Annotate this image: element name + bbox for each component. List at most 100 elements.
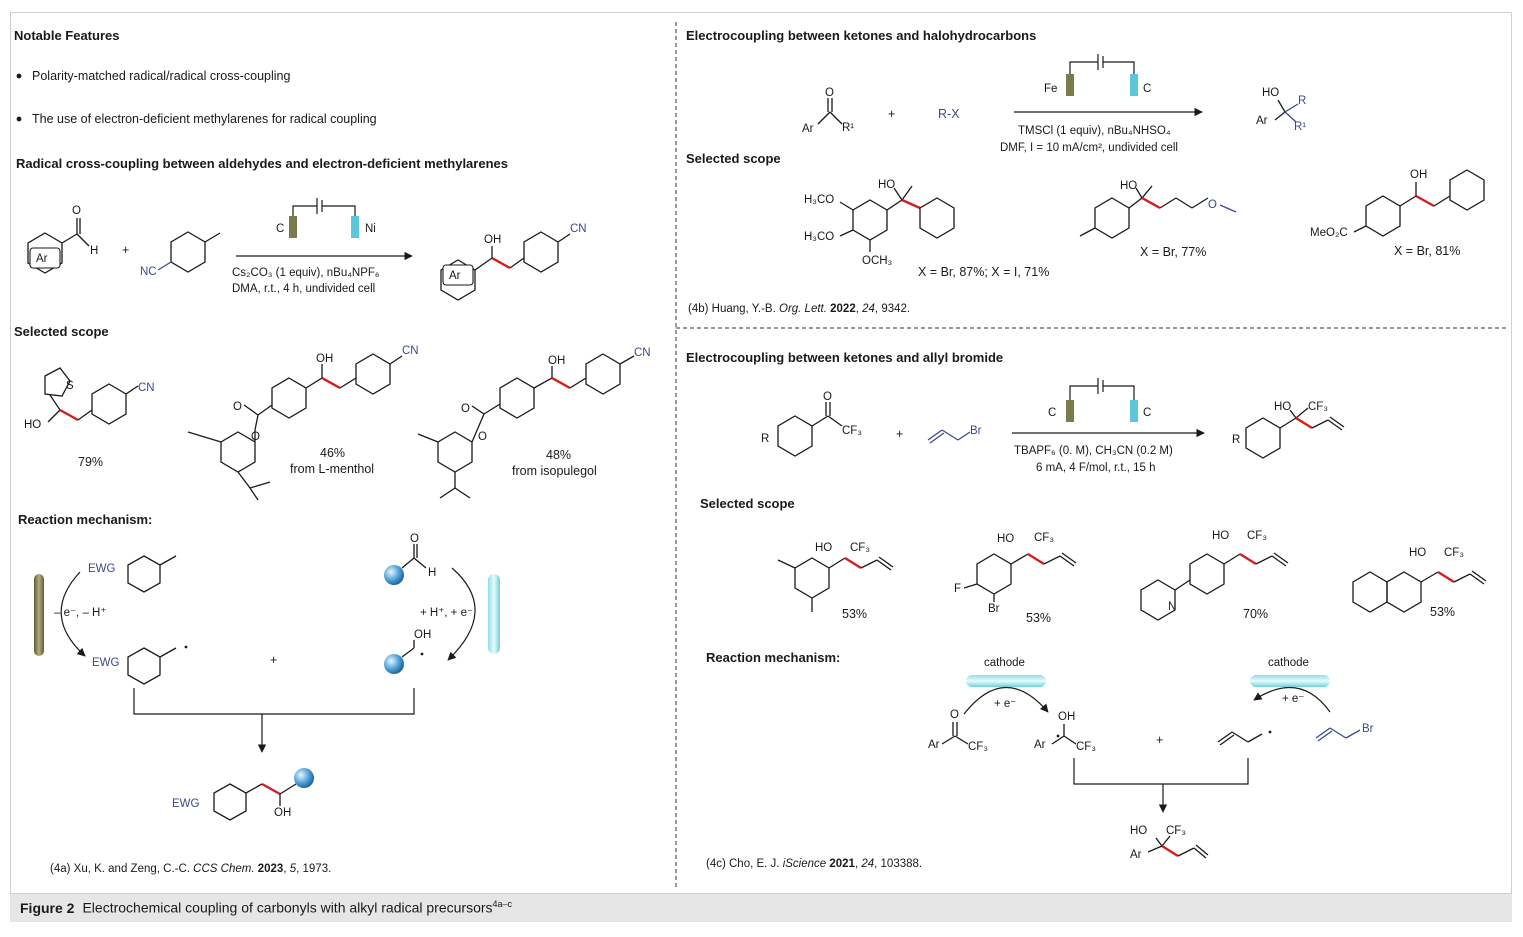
svg-text:TBAPF₆ (0. M), CH₃CN (0.2 M): TBAPF₆ (0. M), CH₃CN (0.2 M)	[1014, 445, 1173, 457]
svg-text:Ar: Ar	[36, 253, 48, 265]
svg-text:+: +	[270, 653, 277, 667]
scope-2b-yield: X = Br, 77%	[1140, 245, 1206, 259]
svg-text:C: C	[1143, 407, 1151, 419]
section1-title: Radical cross-coupling between aldehydes…	[16, 156, 508, 171]
svg-text:+: +	[896, 427, 903, 441]
mechanism-title-3: Reaction mechanism:	[706, 650, 840, 665]
product-1-structure: Ar OH CN	[440, 223, 587, 301]
section2-title: Electrocoupling between ketones and halo…	[686, 28, 1036, 43]
svg-text:S: S	[66, 380, 74, 392]
svg-text:HO: HO	[878, 179, 895, 191]
scope-1b-yield: 46%	[320, 446, 345, 460]
svg-text:EWG: EWG	[172, 798, 200, 810]
caption-bar	[10, 894, 1512, 922]
ketone-structure: O Ar R¹	[802, 87, 854, 135]
svg-text:+: +	[888, 107, 895, 121]
homoallyl-alcohol-product: R HO CF₃	[1232, 401, 1345, 459]
svg-text:H: H	[90, 245, 98, 257]
scope-3a-yield: 53%	[842, 607, 867, 621]
svg-text:HO: HO	[1409, 547, 1426, 559]
svg-text:Ar: Ar	[802, 123, 814, 135]
svg-text:– e⁻, – H⁺: – e⁻, – H⁺	[54, 607, 106, 619]
mechanism-3: cathode cathode + e⁻ + e⁻ O Ar CF₃ OH Ar…	[928, 657, 1374, 861]
scope-3c-yield: 70%	[1243, 607, 1268, 621]
reference-4a: (4a) Xu, K. and Zeng, C.-C. CCS Chem. 20…	[50, 863, 331, 875]
svg-text:O: O	[233, 401, 242, 413]
scope-1a-yield: 79%	[78, 455, 103, 469]
scope-2c-structure: MeO₂C OH	[1310, 169, 1485, 239]
svg-text:+ H⁺, + e⁻: + H⁺, + e⁻	[420, 607, 473, 619]
scope-1c-source: from isopulegol	[512, 464, 597, 478]
electrode-setup-2: Fe C	[1044, 54, 1151, 96]
scope-1a-structure: S HO CN	[24, 367, 155, 431]
svg-text:Ni: Ni	[365, 223, 376, 235]
figure-label: Figure 2	[20, 899, 75, 916]
svg-text:MeO₂C: MeO₂C	[1310, 227, 1348, 239]
svg-text:CN: CN	[138, 382, 155, 394]
benzaldehyde-structure: Ar O H	[27, 205, 98, 274]
bullet-icon	[16, 116, 22, 122]
scope-1b-source: from L-menthol	[290, 462, 374, 476]
svg-text:HO: HO	[815, 542, 832, 554]
svg-text:C: C	[1143, 83, 1151, 95]
svg-text:CF₃: CF₃	[842, 425, 862, 437]
figure-caption-text: Electrochemical coupling of carbonyls wi…	[82, 899, 493, 916]
svg-text:O: O	[950, 709, 959, 721]
svg-text:Cs₂CO₃ (1 equiv), nBu₄NPF₆: Cs₂CO₃ (1 equiv), nBu₄NPF₆	[232, 267, 380, 279]
mechanism-title-1: Reaction mechanism:	[18, 512, 152, 527]
svg-text:+: +	[122, 243, 129, 257]
svg-text:O: O	[410, 533, 419, 545]
reference-4c: (4c) Cho, E. J. iScience 2021, 24, 10338…	[706, 858, 922, 870]
svg-text:R: R	[1232, 434, 1240, 446]
scope-title-2: Selected scope	[686, 151, 781, 166]
svg-text:HO: HO	[997, 533, 1014, 545]
svg-text:HO: HO	[1130, 825, 1147, 837]
svg-text:Fe: Fe	[1044, 83, 1057, 95]
svg-text:R¹: R¹	[842, 122, 854, 134]
scope-1c-structure: O O OH CN	[417, 347, 651, 499]
svg-text:CF₃: CF₃	[1308, 401, 1328, 413]
features-title: Notable Features	[14, 28, 119, 43]
svg-text:H: H	[428, 567, 436, 579]
scope-3c-structure: N HO CF₃	[1140, 530, 1289, 621]
svg-text:C: C	[1048, 407, 1056, 419]
svg-text:R-X: R-X	[938, 107, 960, 121]
svg-text:Br: Br	[970, 425, 982, 437]
svg-text:+ e⁻: + e⁻	[1282, 693, 1304, 705]
svg-text:HO: HO	[1262, 87, 1279, 99]
svg-text:DMF, I = 10 mA/cm², undivided: DMF, I = 10 mA/cm², undivided cell	[1000, 142, 1178, 154]
svg-text:OH: OH	[414, 629, 431, 641]
figure-caption-refs: 4a–c	[492, 899, 513, 909]
svg-text:R¹: R¹	[1294, 121, 1306, 133]
svg-text:CN: CN	[570, 223, 587, 235]
svg-text:OH: OH	[1058, 711, 1075, 723]
svg-text:+ e⁻: + e⁻	[994, 698, 1016, 710]
scope-2a-yield: X = Br, 87%; X = I, 71%	[918, 265, 1049, 279]
svg-text:N: N	[1168, 601, 1176, 613]
svg-text:Ar: Ar	[1034, 739, 1046, 751]
svg-text:6 mA, 4 F/mol, r.t., 15 h: 6 mA, 4 F/mol, r.t., 15 h	[1036, 462, 1156, 474]
svg-text:C: C	[276, 223, 284, 235]
bullet-icon	[16, 73, 22, 79]
svg-text:TMSCl (1 equiv), nBu₄NHSO₄: TMSCl (1 equiv), nBu₄NHSO₄	[1018, 125, 1171, 137]
svg-text:O: O	[823, 391, 832, 403]
svg-text:H₃CO: H₃CO	[804, 194, 834, 206]
svg-text:EWG: EWG	[88, 563, 116, 575]
svg-text:OH: OH	[1410, 169, 1427, 181]
svg-text:HO: HO	[24, 419, 41, 431]
svg-text:EWG: EWG	[92, 657, 120, 669]
scope-3b-yield: 53%	[1026, 611, 1051, 625]
feature-item-1: Polarity-matched radical/radical cross-c…	[32, 69, 290, 83]
scope-3d-yield: 53%	[1430, 605, 1455, 619]
svg-text:R: R	[761, 433, 769, 445]
svg-text:O: O	[478, 431, 487, 443]
svg-text:+: +	[1156, 733, 1163, 747]
trifluoroacetophenone-structure: R O CF₃	[761, 391, 862, 457]
svg-text:Br: Br	[1362, 723, 1374, 735]
tertiary-alcohol-product: HO Ar R R¹	[1256, 87, 1306, 133]
scope-title-1: Selected scope	[14, 324, 109, 339]
svg-text:Ar: Ar	[1130, 849, 1142, 861]
svg-text:CF₃: CF₃	[1034, 532, 1054, 544]
svg-text:HO: HO	[1274, 401, 1291, 413]
figure-caption: Figure 2 Electrochemical coupling of carb…	[20, 899, 512, 916]
